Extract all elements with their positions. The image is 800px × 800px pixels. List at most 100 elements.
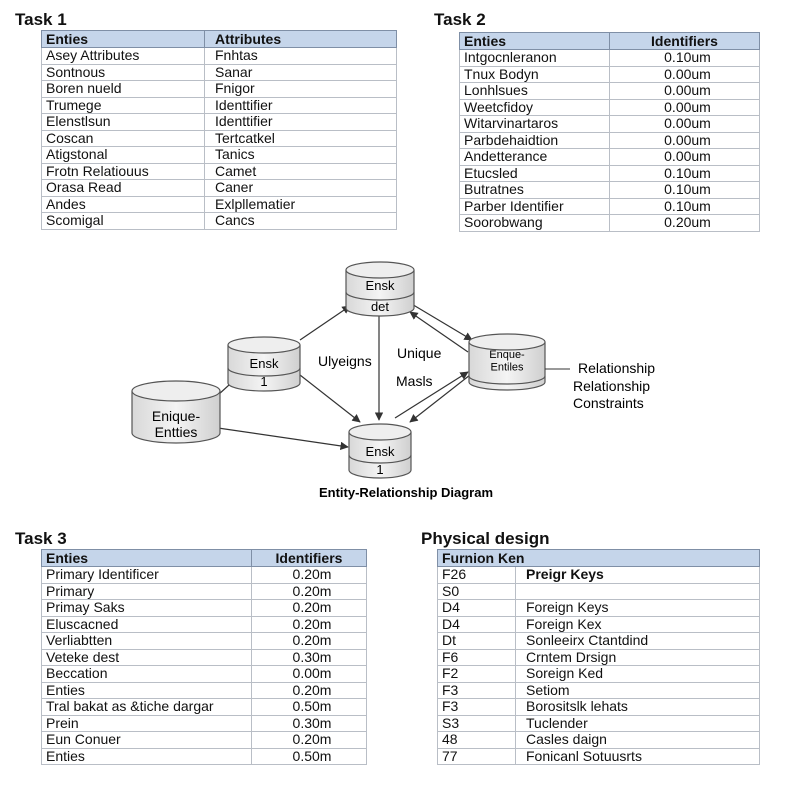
entity-left-label: Ensk — [250, 356, 279, 371]
task3-cell: 0.20m — [251, 632, 367, 650]
task1-cell: Tanics — [204, 146, 397, 164]
task1-cell: Identtifier — [204, 97, 397, 114]
task3-cell: Enties — [41, 748, 252, 765]
entity-left-cylinder: Ensk 1 — [227, 336, 301, 392]
task1-cell: Fnigor — [204, 80, 397, 98]
task1-cell: Orasa Read — [41, 179, 205, 197]
task1-title: Task 1 — [15, 10, 67, 29]
task2-cell: 0.00um — [609, 66, 760, 83]
task1-cell: Elenstlsun — [41, 113, 205, 131]
physical-cell: F3 — [437, 698, 516, 716]
task1-cell: Andes — [41, 196, 205, 213]
task1-cell: Camet — [204, 163, 397, 180]
entity-top-label: Ensk — [366, 278, 395, 293]
task2-cell: Butratnes — [459, 181, 610, 199]
edge-farleft-to-bottom — [217, 427, 349, 451]
physical-cell: Soreign Ked — [515, 665, 760, 683]
label-line: Enque- — [489, 349, 525, 361]
task1-cell: Coscan — [41, 130, 205, 147]
edge-bottom-to-right — [394, 371, 469, 419]
physical-cell: Setiom — [515, 682, 760, 699]
task2-cell: 0.00um — [609, 148, 760, 166]
task2-cell: 0.00um — [609, 99, 760, 116]
edge-left-to-bottom — [299, 374, 361, 423]
entity-bottom-label: Ensk — [366, 444, 395, 459]
physical-cell: D4 — [437, 599, 516, 617]
label-relationship-2: Relationship — [573, 378, 650, 394]
task2-cell: 0.00um — [609, 115, 760, 133]
physical-cell: Borositslk lehats — [515, 698, 760, 716]
physical-cell: 48 — [437, 731, 516, 749]
task2-cell: Parbdehaidtion — [459, 132, 610, 149]
entity-top-sub: det — [371, 299, 389, 314]
task3-header-identifiers: Identifiers — [251, 549, 367, 567]
task1-cell: Caner — [204, 179, 397, 197]
label-unique: Unique — [397, 345, 442, 361]
relationship-lines — [217, 299, 473, 451]
entity-bottom-sub: 1 — [376, 462, 383, 477]
physical-cell: Foreign Kex — [515, 616, 760, 633]
entity-bottom-cylinder: Ensk 1 — [348, 423, 412, 479]
task2-cell: 0.20um — [609, 214, 760, 232]
task2-cell: Lonhlsues — [459, 82, 610, 100]
task1-cell: Frotn Relatiouus — [41, 163, 205, 180]
physical-cell: F6 — [437, 649, 516, 666]
task3-cell: Primary Identificer — [41, 566, 252, 584]
entity-top-cylinder: Ensk det — [345, 261, 415, 317]
task3-cell: 0.30m — [251, 715, 367, 732]
physical-cell: Crntem Drsign — [515, 649, 760, 666]
physical-cell: D4 — [437, 616, 516, 633]
label-line: Entiles — [490, 362, 524, 374]
label-constraints: Constraints — [573, 395, 644, 411]
edge-top-to-right — [404, 299, 473, 341]
task1-cell: Tertcatkel — [204, 130, 397, 147]
edge-right-to-bottom — [409, 374, 471, 423]
task1-cell: Atigstonal — [41, 146, 205, 164]
task3-cell: Eluscacned — [41, 616, 252, 633]
er-diagram: Ensk det Ensk 1 Ensk 1 Enque-Entiles Eni… — [131, 261, 655, 500]
task2-cell: Intgocnleranon — [459, 49, 610, 67]
task2-cell: 0.00um — [609, 82, 760, 100]
task2-header-identifiers: Identifiers — [609, 32, 760, 50]
task3-cell: 0.20m — [251, 583, 367, 600]
physical-cell: F3 — [437, 682, 516, 699]
task3-cell: Verliabtten — [41, 632, 252, 650]
task2-header-entities: Enties — [459, 32, 610, 50]
task3-header-entities: Enties — [41, 549, 252, 567]
task2-cell: 0.10um — [609, 49, 760, 67]
task3-cell: Prein — [41, 715, 252, 732]
task3-cell: Eun Conuer — [41, 731, 252, 749]
physical-row: S0 — [437, 583, 760, 600]
physical-cell: Preigr Keys — [515, 566, 760, 584]
task1-cell: Fnhtas — [204, 47, 397, 65]
task2-cell: Weetcfidoy — [459, 99, 610, 116]
task3-cell: 0.20m — [251, 616, 367, 633]
physical-title: Physical design — [421, 529, 550, 548]
